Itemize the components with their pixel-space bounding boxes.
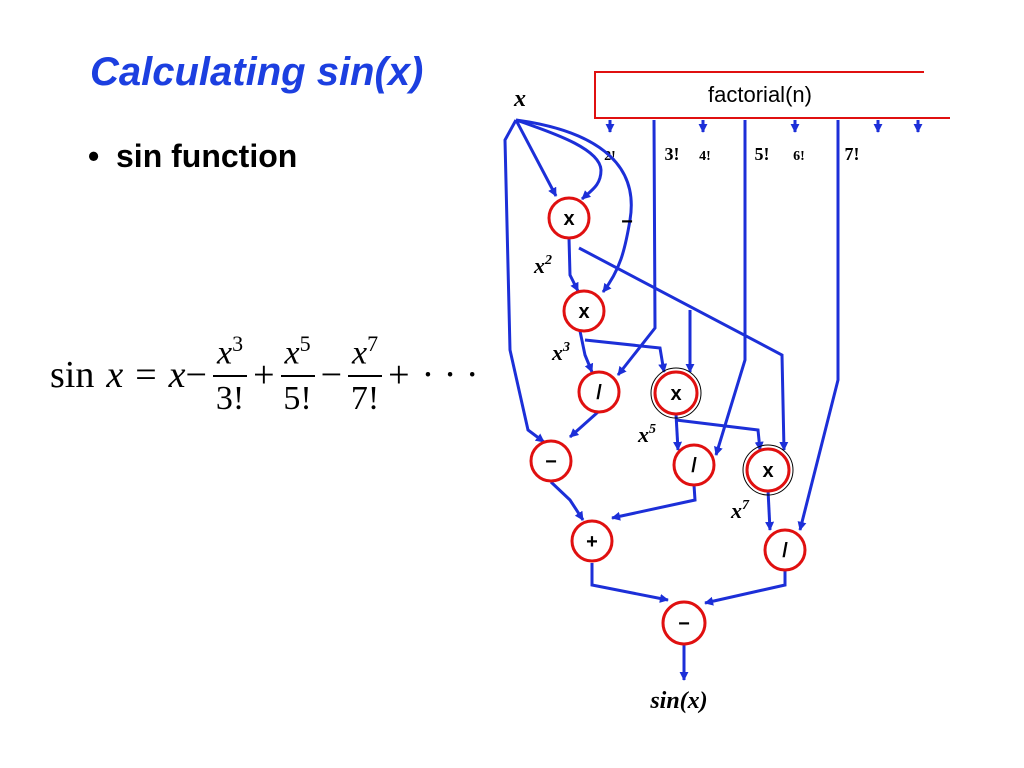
frac5-denominator: 5! xyxy=(283,380,312,418)
node-mul2-symbol: x xyxy=(578,301,589,323)
wire-5fact-to-div5 xyxy=(714,120,747,456)
bullet-item: • sin function xyxy=(88,138,297,175)
wire-add1-to-sub2 xyxy=(590,563,669,603)
formula-x: x xyxy=(106,354,124,396)
formula-fraction-7: x7 7! xyxy=(348,331,383,418)
wire-div3-to-sub1 xyxy=(569,410,599,439)
input-x-label: x xyxy=(513,86,526,112)
wire-3fact-to-div3 xyxy=(616,119,657,376)
wire-x-to-mul2 xyxy=(515,118,633,293)
factorial-label-5: 5! xyxy=(755,144,770,164)
formula-sin: sin xyxy=(50,354,95,396)
frac7-x: x xyxy=(352,334,368,372)
factorial-box-label: factorial(n) xyxy=(708,82,812,107)
wire-x2-to-mul4 xyxy=(578,246,789,451)
slide-title: Calculating sin(x) xyxy=(90,50,424,94)
sine-series-formula: sin x = x − x3 3! + x5 5! − x7 7! + · · … xyxy=(50,330,479,420)
minus-mark: − xyxy=(621,211,633,233)
label-x2: x2 xyxy=(533,253,552,278)
factorial-label-7: 7! xyxy=(845,144,860,164)
formula-minus-2: − xyxy=(320,354,343,396)
wire-div5-to-add1 xyxy=(611,484,697,521)
node-mul3-symbol: x xyxy=(670,383,681,405)
output-label: sin(x) xyxy=(649,688,707,714)
node-sub2-symbol: − xyxy=(678,613,690,635)
formula-minus: − xyxy=(185,354,207,396)
node-div5-symbol: / xyxy=(691,455,697,477)
wire-mul4-to-div7 xyxy=(765,489,775,531)
label-x3: x3 xyxy=(551,340,570,365)
frac7-denominator: 7! xyxy=(350,380,380,418)
frac3-x: x xyxy=(216,334,233,372)
wire-x-to-mul1-b xyxy=(515,118,603,201)
wire-sub1-to-add1 xyxy=(549,480,585,521)
formula-fraction-3: x3 3! xyxy=(212,331,248,418)
node-div3-symbol: / xyxy=(596,382,602,404)
formula-plus: + xyxy=(253,354,275,396)
node-sub2: − xyxy=(661,600,707,646)
factorial-label-4: 4! xyxy=(699,149,711,164)
wire-mul2-to-div3 xyxy=(578,330,594,373)
node-div3: / xyxy=(577,370,621,414)
node-div7-symbol: / xyxy=(782,540,788,562)
label-x5: x5 xyxy=(637,422,656,447)
node-div5: / xyxy=(672,443,716,487)
formula-equals: = xyxy=(135,354,157,396)
bullet-text: sin function xyxy=(116,138,298,174)
node-div7: / xyxy=(763,528,807,572)
frac5-exponent: 5 xyxy=(299,331,311,357)
wires xyxy=(503,118,840,681)
node-sub1: − xyxy=(529,439,573,483)
formula-x-term: x xyxy=(168,354,186,396)
node-mul4-symbol: x xyxy=(762,460,773,482)
formula-plus-2: + xyxy=(388,354,410,396)
node-sub1-symbol: − xyxy=(545,451,557,473)
wire-7fact-to-div7 xyxy=(797,120,840,531)
formula-fraction-5: x5 5! xyxy=(280,331,315,418)
label-x7: x7 xyxy=(730,498,750,523)
frac5-x: x xyxy=(284,334,300,372)
node-mul1: x xyxy=(547,196,591,240)
wire-x5-to-mul4 xyxy=(675,418,764,451)
factorial-label-6: 6! xyxy=(793,149,805,164)
frac3-denominator: 3! xyxy=(215,380,245,418)
node-add1: + xyxy=(570,519,614,563)
wire-x3-to-mul3 xyxy=(584,338,668,373)
bullet-symbol: • xyxy=(88,138,100,174)
wire-div7-to-sub2 xyxy=(704,570,787,606)
factorial-taps xyxy=(605,120,923,133)
wire-x-to-sub1 xyxy=(503,119,545,444)
node-mul4: x xyxy=(742,444,794,496)
formula-ellipsis: · · · xyxy=(421,354,479,396)
node-mul3: x xyxy=(650,367,702,419)
node-mul1-symbol: x xyxy=(563,208,574,230)
node-mul2: x xyxy=(562,289,606,333)
wire-x-to-mul1-a xyxy=(514,119,558,197)
frac7-exponent: 7 xyxy=(367,331,379,357)
wire-mul1-to-mul2 xyxy=(567,237,580,292)
node-add1-symbol: + xyxy=(586,531,598,553)
frac3-exponent: 3 xyxy=(232,331,244,357)
factorial-label-3: 3! xyxy=(665,144,680,164)
factorial-box xyxy=(594,71,950,119)
